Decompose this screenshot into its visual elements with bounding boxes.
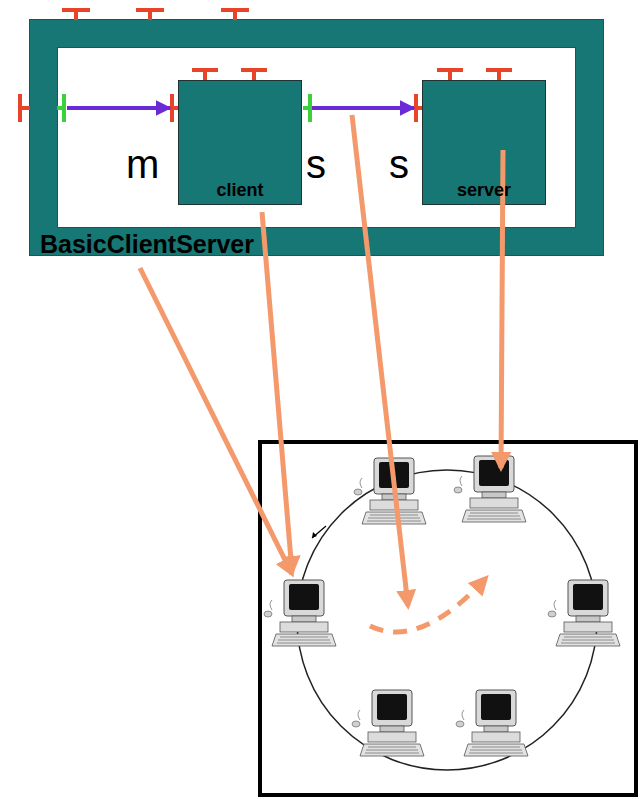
port-inner-symbols <box>57 94 310 122</box>
component-box: server <box>422 80 546 205</box>
component-name: client <box>216 181 263 201</box>
port-label: m <box>126 144 159 184</box>
binding-connector <box>67 106 170 110</box>
component-box: client <box>178 80 302 205</box>
component-name: server <box>457 181 511 201</box>
composite-box: BasicClientServer client server <box>30 20 603 255</box>
port-label: s <box>389 144 409 184</box>
port-label: s <box>306 144 326 184</box>
binding-connector <box>312 106 414 110</box>
mapping-arrows <box>140 115 503 632</box>
composite-name: BasicClientServer <box>40 232 254 257</box>
port-symbols <box>20 10 512 122</box>
